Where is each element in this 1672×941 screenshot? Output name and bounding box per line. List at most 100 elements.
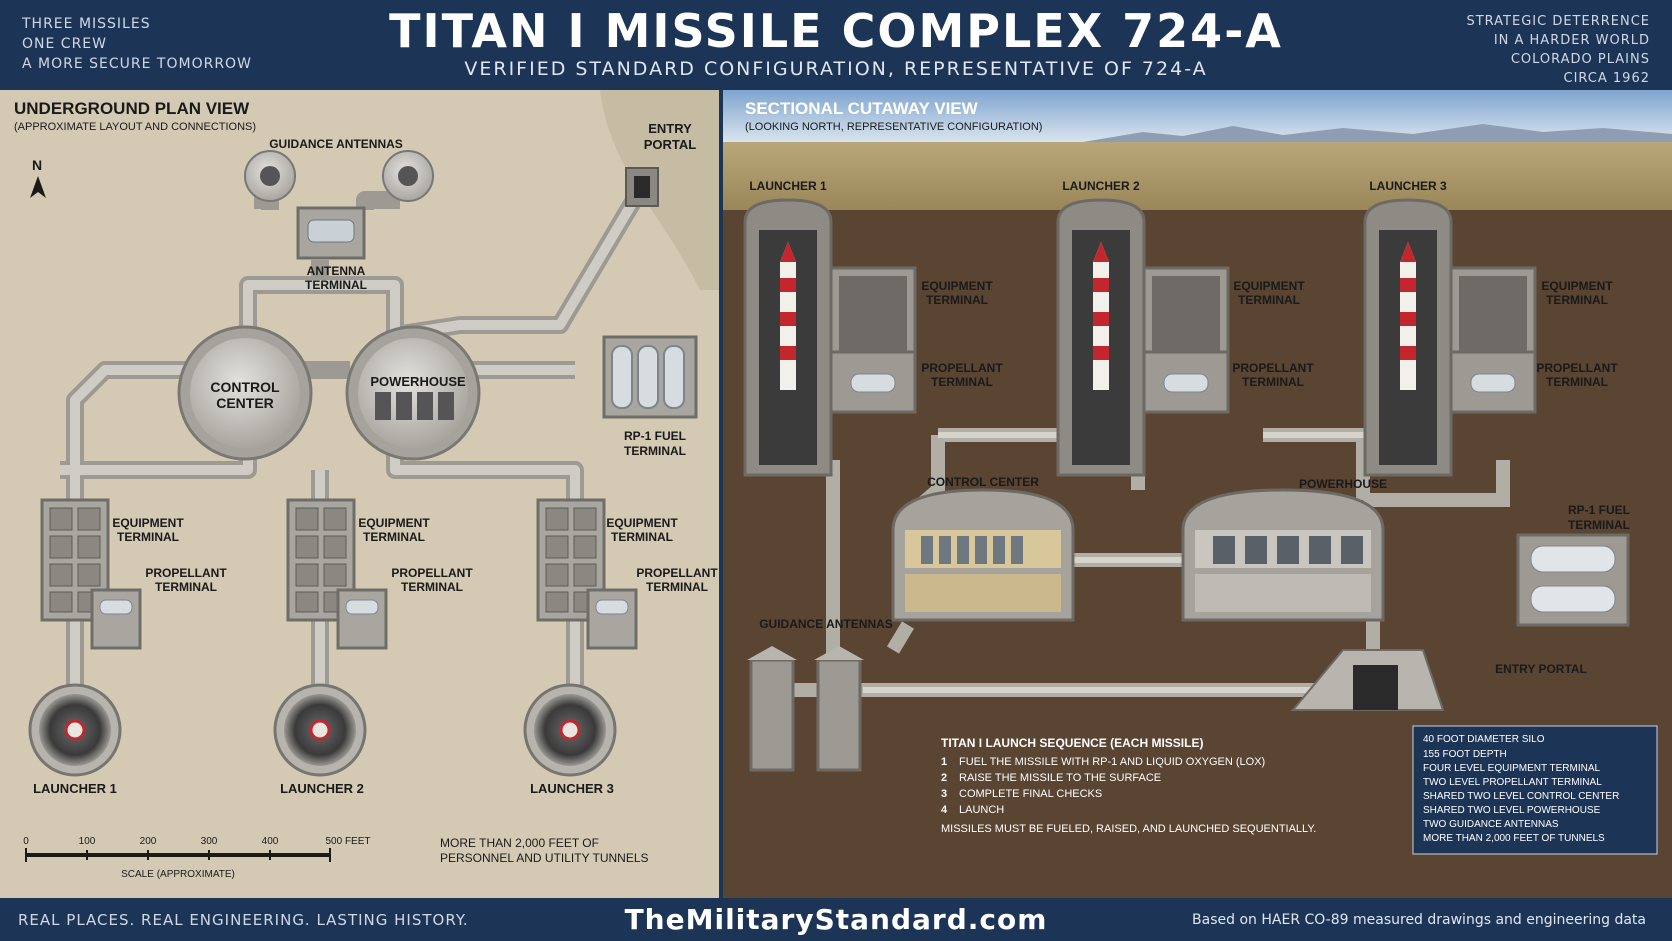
plan-label-propellant-1b: TERMINAL <box>155 580 217 594</box>
plan-label-rp1-1: RP-1 FUEL <box>624 429 686 443</box>
plan-label-propellant-3b: TERMINAL <box>646 580 708 594</box>
tagline-line-2: ONE CREW <box>22 36 107 52</box>
plan-label-powerhouse: POWERHOUSE <box>370 374 466 389</box>
page-title: TITAN I MISSILE COMPLEX 724-A <box>389 4 1283 58</box>
plan-terminal-group-1 <box>40 498 142 650</box>
plan-label-equipment-3b: TERMINAL <box>611 530 673 544</box>
cutaway-launcher-3 <box>1363 198 1453 477</box>
plan-antenna-hub-1 <box>260 166 280 186</box>
launch-sequence: TITAN I LAUNCH SEQUENCE (EACH MISSILE) 1… <box>941 736 1316 835</box>
cutaway-label-propellant-2b: TERMINAL <box>1242 375 1304 389</box>
north-arrow-icon <box>30 176 46 198</box>
context-line-4: CIRCA 1962 <box>1563 71 1650 86</box>
plan-label-control-center-1: CONTROL <box>210 379 280 395</box>
plan-heading: UNDERGROUND PLAN VIEW <box>14 99 250 118</box>
fact-3: FOUR LEVEL EQUIPMENT TERMINAL <box>1423 763 1601 774</box>
cutaway-view-panel: SECTIONAL CUTAWAY VIEW (LOOKING NORTH, R… <box>723 90 1672 898</box>
plan-label-equipment-2a: EQUIPMENT <box>358 516 430 530</box>
cutaway-control-center <box>891 488 1075 622</box>
plan-silo-2 <box>273 683 367 777</box>
tagline-line-3: A MORE SECURE TOMORROW <box>22 56 252 72</box>
plan-label-antenna-terminal-2: TERMINAL <box>305 278 367 292</box>
plan-view-panel: UNDERGROUND PLAN VIEW (APPROXIMATE LAYOU… <box>0 90 719 898</box>
cutaway-label-propellant-2a: PROPELLANT <box>1232 361 1314 375</box>
plan-view-diagram: UNDERGROUND PLAN VIEW (APPROXIMATE LAYOU… <box>0 90 719 898</box>
tagline-line-1: THREE MISSILES <box>22 16 151 32</box>
cutaway-terminals-2 <box>1142 266 1230 414</box>
fact-8: MORE THAN 2,000 FEET OF TUNNELS <box>1423 833 1605 844</box>
plan-label-propellant-3a: PROPELLANT <box>636 566 718 580</box>
footer-motto: REAL PLACES. REAL ENGINEERING. LASTING H… <box>18 911 469 929</box>
cutaway-label-propellant-3a: PROPELLANT <box>1536 361 1618 375</box>
plan-label-antenna-terminal-1: ANTENNA <box>307 264 366 278</box>
cutaway-subheading: (LOOKING NORTH, REPRESENTATIVE CONFIGURA… <box>745 121 1042 133</box>
plan-terrain-patch <box>600 90 719 290</box>
scale-tick-500: 500 FEET <box>325 836 370 847</box>
plan-rp1-tanks <box>611 345 685 409</box>
plan-label-equipment-1b: TERMINAL <box>117 530 179 544</box>
cutaway-terminals-1 <box>829 266 917 414</box>
cutaway-plains <box>723 142 1672 210</box>
fact-7: TWO GUIDANCE ANTENNAS <box>1423 819 1559 830</box>
cutaway-label-control-center: CONTROL CENTER <box>927 475 1039 489</box>
launch-step-2-number: 2 <box>941 772 947 784</box>
scale-tick-300: 300 <box>201 836 218 847</box>
plan-label-equipment-1a: EQUIPMENT <box>112 516 184 530</box>
plan-label-propellant-2b: TERMINAL <box>401 580 463 594</box>
launch-sequence-note: MISSILES MUST BE FUELED, RAISED, AND LAU… <box>941 823 1316 835</box>
scale-tick-400: 400 <box>262 836 279 847</box>
plan-subheading: (APPROXIMATE LAYOUT AND CONNECTIONS) <box>14 121 256 133</box>
scale-tick-0: 0 <box>23 836 29 847</box>
plan-label-launcher-2: LAUNCHER 2 <box>280 781 364 796</box>
plan-label-propellant-2a: PROPELLANT <box>391 566 473 580</box>
plan-antenna-tank <box>307 219 355 243</box>
plan-control-center-dome <box>190 338 300 448</box>
cutaway-label-propellant-1b: TERMINAL <box>931 375 993 389</box>
plan-tunnels-note-1: MORE THAN 2,000 FEET OF <box>440 836 599 850</box>
cutaway-launcher-1 <box>743 198 833 477</box>
cutaway-heading: SECTIONAL CUTAWAY VIEW <box>745 99 979 118</box>
plan-label-control-center-2: CENTER <box>216 395 274 411</box>
cutaway-label-equipment-2a: EQUIPMENT <box>1233 279 1305 293</box>
footer-site-link[interactable]: TheMilitaryStandard.com <box>624 903 1048 936</box>
fact-2: 155 FOOT DEPTH <box>1423 749 1507 760</box>
cutaway-label-launcher-1: LAUNCHER 1 <box>749 179 827 193</box>
launch-step-2-text: RAISE THE MISSILE TO THE SURFACE <box>959 772 1161 784</box>
cutaway-label-propellant-1a: PROPELLANT <box>921 361 1003 375</box>
cutaway-label-equipment-3a: EQUIPMENT <box>1541 279 1613 293</box>
plan-label-equipment-2b: TERMINAL <box>363 530 425 544</box>
cutaway-label-launcher-3: LAUNCHER 3 <box>1369 179 1447 193</box>
cutaway-powerhouse <box>1181 488 1385 622</box>
cutaway-label-rp1-2: TERMINAL <box>1568 518 1630 532</box>
plan-powerhouse-generators <box>375 392 454 420</box>
cutaway-label-entry-portal: ENTRY PORTAL <box>1495 662 1587 676</box>
cutaway-label-equipment-3b: TERMINAL <box>1546 293 1608 307</box>
context-line-2: IN A HARDER WORLD <box>1493 33 1650 48</box>
header-tagline: THREE MISSILES ONE CREW A MORE SECURE TO… <box>22 14 252 74</box>
context-line-1: STRATEGIC DETERRENCE <box>1466 14 1650 29</box>
page-subtitle: VERIFIED STANDARD CONFIGURATION, REPRESE… <box>464 58 1208 80</box>
scale-caption: SCALE (APPROXIMATE) <box>121 869 235 880</box>
fact-4: TWO LEVEL PROPELLANT TERMINAL <box>1423 777 1602 788</box>
plan-entry-opening <box>634 176 650 198</box>
plan-label-entry-portal-1: ENTRY <box>648 121 692 136</box>
footer-source: Based on HAER CO-89 measured drawings an… <box>1192 912 1646 928</box>
plan-scale-bar: 0 100 200 300 400 500 FEET SCALE (APPROX… <box>23 836 370 880</box>
launch-step-3-number: 3 <box>941 788 947 800</box>
launch-step-3-text: COMPLETE FINAL CHECKS <box>959 788 1102 800</box>
launch-step-4-number: 4 <box>941 804 948 816</box>
cutaway-label-propellant-3b: TERMINAL <box>1546 375 1608 389</box>
header-banner: THREE MISSILES ONE CREW A MORE SECURE TO… <box>0 0 1672 88</box>
scale-tick-200: 200 <box>140 836 157 847</box>
launch-step-4-text: LAUNCH <box>959 804 1004 816</box>
fact-6: SHARED TWO LEVEL POWERHOUSE <box>1423 805 1601 816</box>
cutaway-label-launcher-2: LAUNCHER 2 <box>1062 179 1140 193</box>
plan-label-guidance-antennas: GUIDANCE ANTENNAS <box>269 137 403 151</box>
plan-terminal-group-2 <box>286 498 388 650</box>
fact-1: 40 FOOT DIAMETER SILO <box>1423 734 1545 745</box>
launch-step-1-number: 1 <box>941 756 947 768</box>
plan-label-launcher-1: LAUNCHER 1 <box>33 781 117 796</box>
cutaway-entry-portal <box>1290 649 1445 711</box>
plan-silo-1 <box>28 683 122 777</box>
header-context: STRATEGIC DETERRENCE IN A HARDER WORLD C… <box>1466 12 1650 88</box>
